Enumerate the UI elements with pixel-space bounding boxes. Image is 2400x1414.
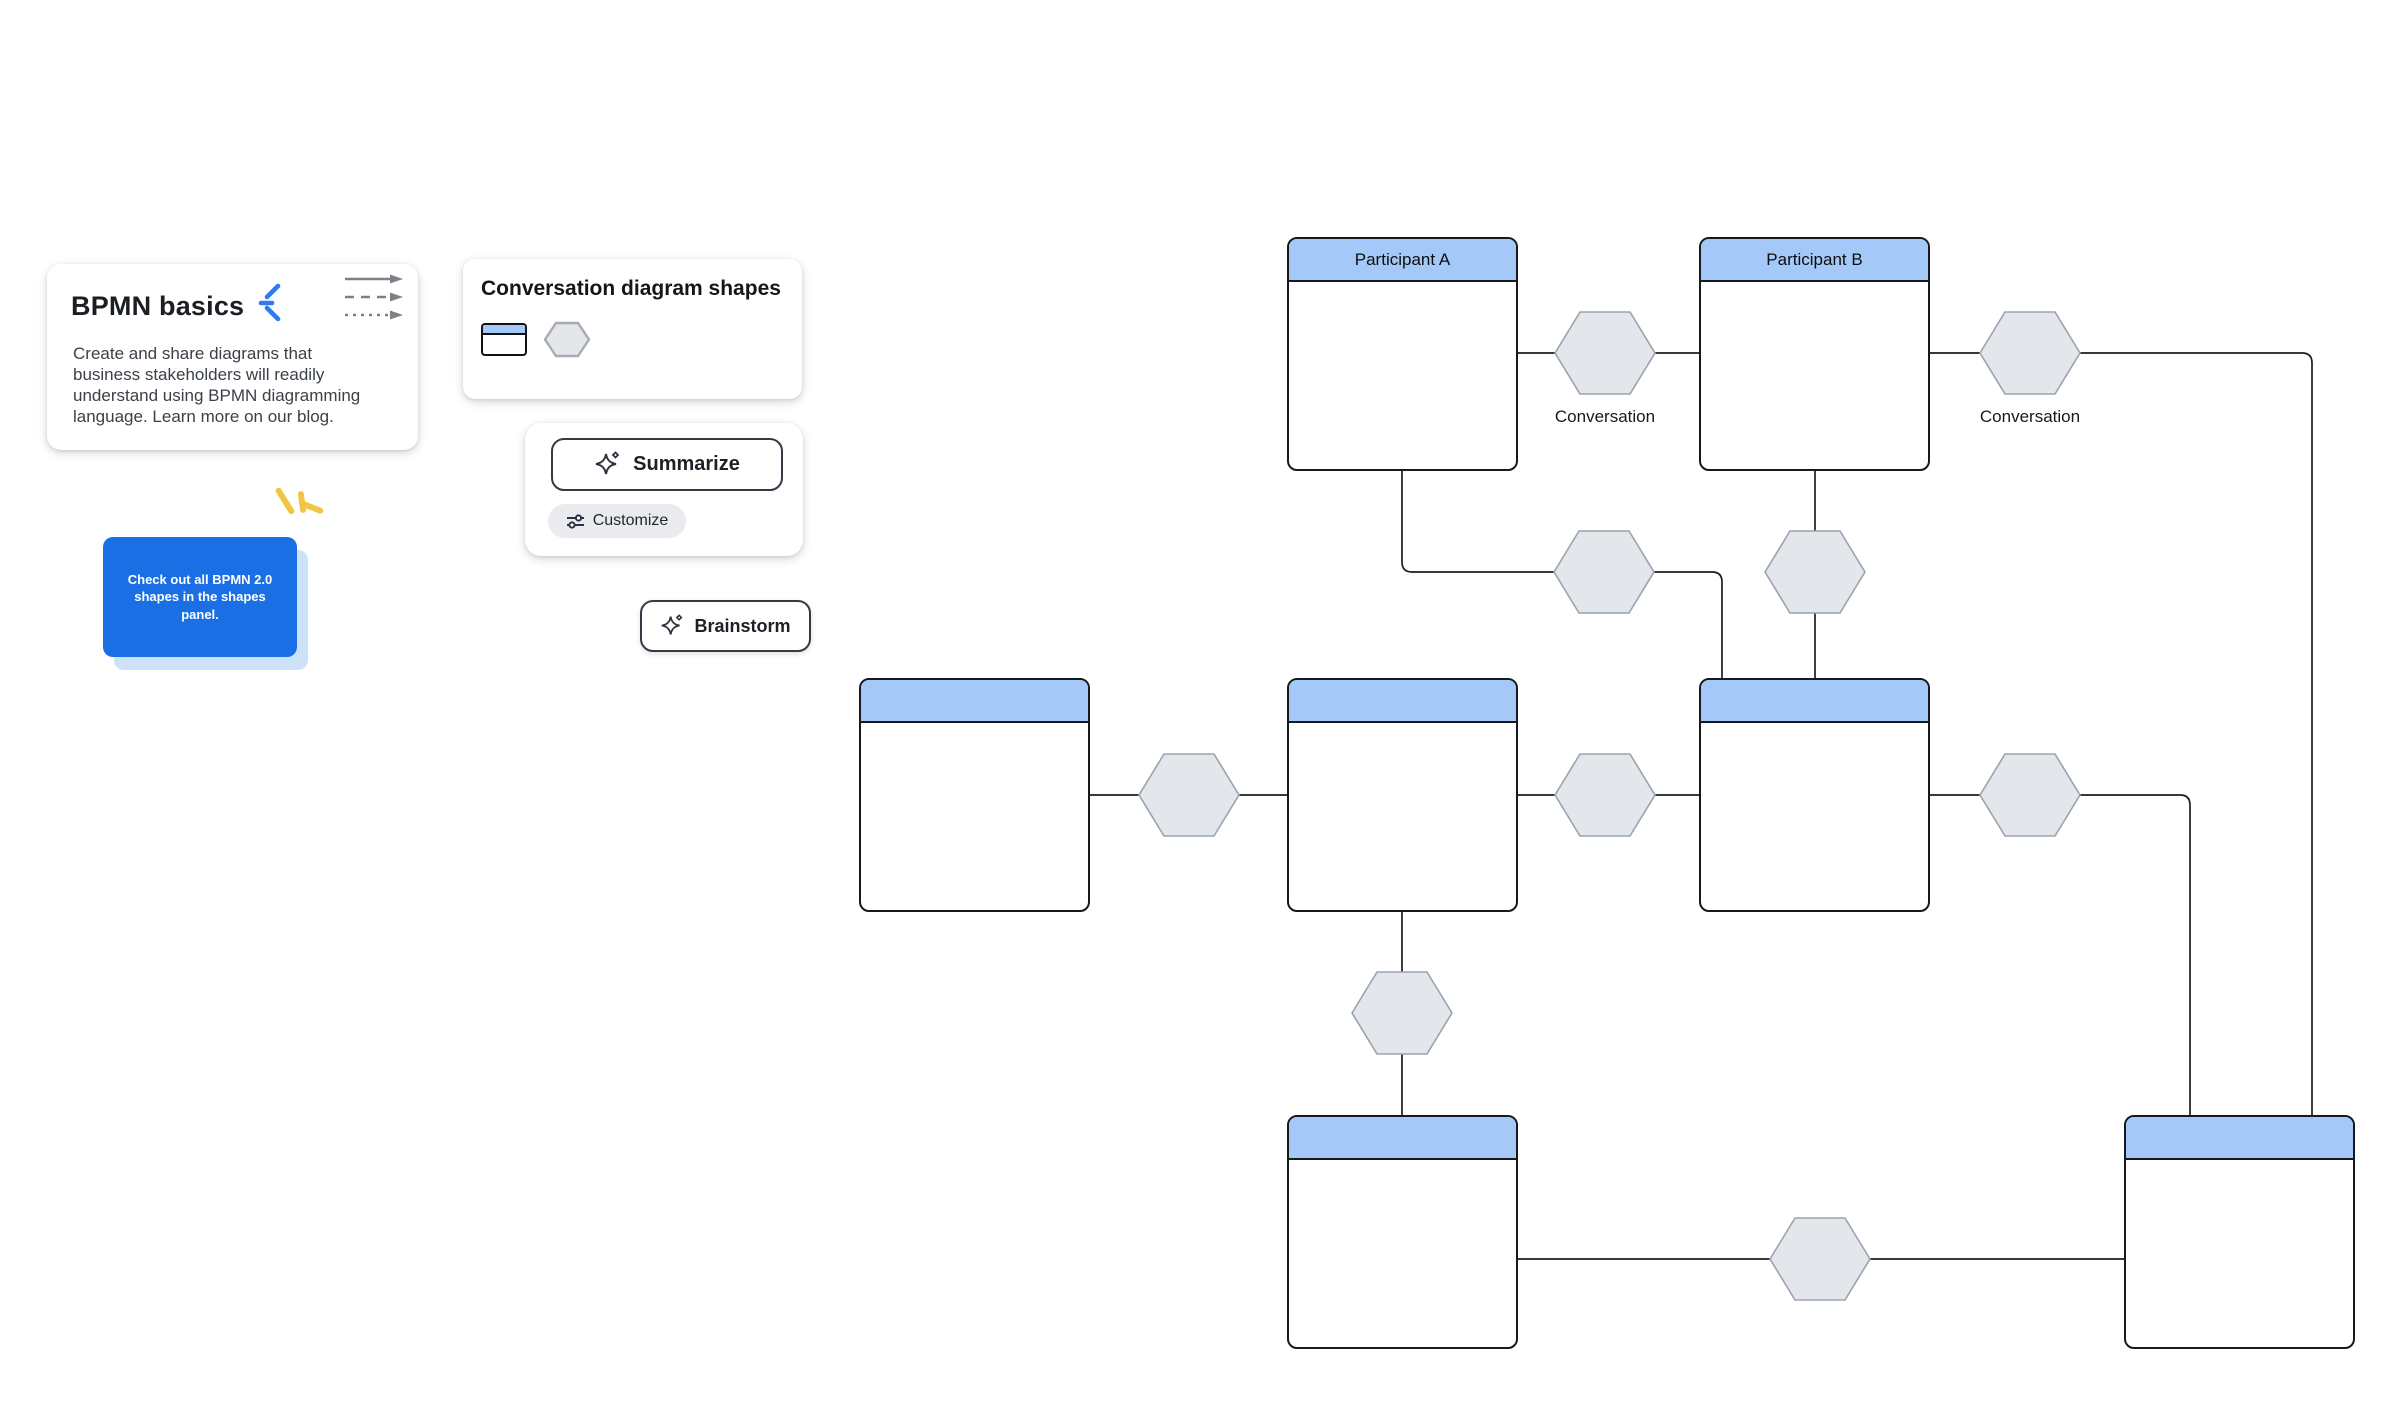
- shapes-panel-card: Conversation diagram shapes: [463, 259, 802, 399]
- conversation-node[interactable]: [1138, 753, 1240, 837]
- conversation-node[interactable]: [1553, 530, 1655, 614]
- brainstorm-button[interactable]: Brainstorm: [640, 600, 811, 652]
- summarize-button[interactable]: Summarize: [551, 438, 783, 491]
- participant-box-row3-right[interactable]: [2124, 1115, 2355, 1349]
- conversation-label: Conversation: [1554, 407, 1656, 426]
- conversation-label: Conversation: [1979, 407, 2081, 426]
- participant-shape-header: [483, 325, 525, 335]
- participant-box-row2-left[interactable]: [859, 678, 1090, 912]
- connector-line[interactable]: [1401, 471, 1554, 573]
- connector-line[interactable]: [2080, 352, 2313, 1115]
- conversation-node[interactable]: [1554, 753, 1656, 837]
- conversation-node[interactable]: [1769, 1217, 1871, 1301]
- participant-header: [1289, 680, 1516, 723]
- sparkle-icon: [662, 614, 683, 635]
- participant-header: [1701, 680, 1928, 723]
- participant-header: Participant A: [1289, 239, 1516, 282]
- customize-label: Customize: [592, 512, 669, 529]
- dotted-arrow-icon: [345, 310, 403, 320]
- connector-line[interactable]: [2080, 794, 2191, 1115]
- bpmn-basics-title: BPMN basics: [71, 291, 245, 321]
- conversation-node[interactable]: [1764, 530, 1866, 614]
- dashed-arrow-icon: [345, 292, 403, 302]
- arrow-style-icons: [344, 274, 404, 320]
- sliders-icon: [566, 513, 584, 529]
- ai-spark-icon: [256, 282, 282, 327]
- participant-box-a[interactable]: Participant A: [1287, 237, 1518, 471]
- participant-header: [861, 680, 1088, 723]
- participant-box-row2-right[interactable]: [1699, 678, 1930, 912]
- shapes-callout-text: Check out all BPMN 2.0 shapes in the sha…: [127, 571, 273, 622]
- solid-arrow-icon: [345, 274, 403, 284]
- brainstorm-label: Brainstorm: [694, 615, 791, 636]
- shapes-callout: Check out all BPMN 2.0 shapes in the sha…: [103, 537, 297, 657]
- conversation-node[interactable]: [1979, 753, 2081, 837]
- ai-actions-card: Summarize Customize: [525, 423, 803, 556]
- conversation-shape-icon[interactable]: [543, 321, 591, 358]
- connector-line[interactable]: [1654, 571, 1723, 678]
- conversation-node[interactable]: [1979, 311, 2081, 395]
- participant-box-row2-middle[interactable]: [1287, 678, 1518, 912]
- sparkle-icon: [595, 451, 620, 475]
- bpmn-basics-description: Create and share diagrams that business …: [73, 344, 361, 426]
- shapes-panel-title: Conversation diagram shapes: [481, 277, 781, 300]
- participant-box-b[interactable]: Participant B: [1699, 237, 1930, 471]
- participant-header: [1289, 1117, 1516, 1160]
- participant-box-row3-left[interactable]: [1287, 1115, 1518, 1349]
- participant-header: [2126, 1117, 2353, 1160]
- summarize-label: Summarize: [633, 453, 740, 475]
- bpmn-basics-card: BPMN basics: [47, 264, 418, 450]
- conversation-node[interactable]: [1351, 971, 1453, 1055]
- participant-header: Participant B: [1701, 239, 1928, 282]
- participant-shape-icon[interactable]: [481, 323, 527, 356]
- participant-label: Participant B: [1766, 249, 1863, 269]
- participant-label: Participant A: [1354, 249, 1451, 269]
- conversation-node[interactable]: [1554, 311, 1656, 395]
- customize-button[interactable]: Customize: [548, 504, 686, 538]
